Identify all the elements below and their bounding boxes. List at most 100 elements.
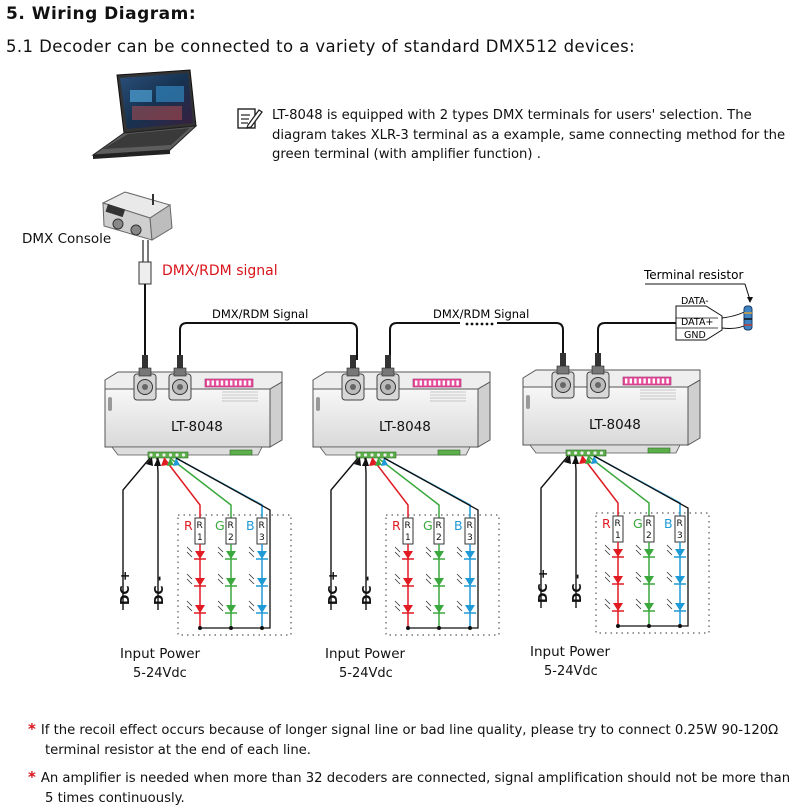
bus-label-1: DMX/RDM Signal (212, 307, 308, 321)
led-icon (195, 605, 205, 613)
led-icon (403, 551, 413, 559)
led-icon (434, 551, 444, 559)
led-icon (226, 578, 236, 586)
section-subheading: 5.1 Decoder can be connected to a variet… (6, 37, 636, 56)
led-matrix-frame (177, 514, 292, 636)
dmx-rdm-signal-label: DMX/RDM signal (162, 263, 278, 279)
channel-letter: G (423, 518, 433, 533)
channel-letter: R (392, 518, 401, 533)
input-voltage-label-1: 5-24Vdc (133, 666, 187, 681)
bus-continuation-dots (465, 322, 494, 326)
led-icon (257, 605, 267, 613)
channel-letter: G (633, 516, 643, 531)
pin-data-plus: DATA+ (681, 317, 713, 328)
led-icon (195, 578, 205, 586)
led-icon (257, 551, 267, 559)
xlr-plug (142, 355, 148, 371)
channel-letter: R (184, 518, 193, 533)
xlr-plug (177, 355, 183, 371)
xlr-plug (560, 353, 566, 369)
pin-data-minus: DATA- (681, 296, 709, 307)
led-icon (465, 551, 475, 559)
led-icon (613, 576, 623, 584)
led-icon (675, 576, 685, 584)
resistor-label-number: 1 (405, 533, 411, 543)
dmx-console-icon (101, 191, 173, 241)
led-matrix-frame (595, 512, 710, 634)
resistor-label-number: 3 (259, 533, 265, 543)
dc-minus-label: DC - (569, 574, 584, 603)
input-power-label-3: Input Power (530, 644, 611, 660)
resistor-label-number: 3 (677, 531, 683, 541)
resistor-label-letter: R (646, 519, 652, 529)
pin-gnd: GND (684, 330, 706, 341)
resistor-label-number: 2 (646, 531, 652, 541)
footnote-amplifier-line1: An amplifier is needed when more than 32… (40, 771, 791, 786)
resistor-label-letter: R (228, 521, 234, 531)
output-terminal (147, 451, 189, 459)
xlr-plug (385, 355, 391, 371)
led-icon (434, 605, 444, 613)
input-power-label-2: Input Power (325, 646, 406, 662)
channel-letter: R (602, 516, 611, 531)
asterisk-icon: * (28, 768, 36, 786)
resistor-label-letter: R (405, 521, 411, 531)
resistor-label-number: 2 (228, 533, 234, 543)
bus-label-2: DMX/RDM Signal (433, 307, 529, 321)
section-heading: 5. Wiring Diagram: (6, 4, 197, 24)
led-icon (434, 578, 444, 586)
terminal-resistor-label: Terminal resistor (643, 268, 743, 282)
resistor-label-letter: R (615, 519, 621, 529)
terminal-resistor: Terminal resistor DATA- DATA+ GND (643, 268, 753, 341)
led-icon (403, 605, 413, 613)
led-icon (465, 605, 475, 613)
xlr-plug (350, 355, 356, 371)
xlr-plug (595, 353, 601, 369)
led-icon (613, 549, 623, 557)
resistor-label-number: 1 (197, 533, 203, 543)
led-icon (613, 603, 623, 611)
dc-plus-label: DC + (117, 571, 132, 605)
resistor-label-letter: R (677, 519, 683, 529)
footnote-amplifier-line2: 5 times continuously. (45, 790, 185, 806)
dc-minus-label: DC - (359, 576, 374, 605)
led-icon (195, 551, 205, 559)
led-icon (257, 578, 267, 586)
dip-switch (622, 376, 672, 386)
input-power-label-1: Input Power (120, 646, 201, 662)
resistor-label-letter: R (467, 521, 473, 531)
channel-letter: B (246, 518, 255, 533)
led-icon (226, 605, 236, 613)
led-icon (675, 603, 685, 611)
note-pencil-icon (237, 108, 263, 129)
footnote-resistor-line1: If the recoil effect occurs because of l… (40, 723, 779, 738)
led-icon (465, 578, 475, 586)
dip-switch (204, 378, 254, 388)
dc-plus-label: DC + (325, 571, 340, 605)
led-icon (226, 551, 236, 559)
terminal-note: LT-8048 is equipped with 2 types DMX ter… (272, 108, 786, 162)
channel-letter: G (215, 518, 225, 533)
led-icon (675, 549, 685, 557)
resistor-label-number: 3 (467, 533, 473, 543)
footnote-resistor: *If the recoil effect occurs because of … (28, 720, 798, 760)
decoder-model-label: LT-8048 (589, 417, 641, 433)
dc-minus-label: DC - (151, 576, 166, 605)
laptop-icon (91, 69, 198, 159)
dip-switch (412, 378, 462, 388)
resistor-label-number: 1 (615, 531, 621, 541)
footnote-amplifier: * An amplifier is needed when more than 3… (28, 768, 798, 808)
led-icon (403, 578, 413, 586)
led-icon (644, 576, 654, 584)
input-voltage-label-2: 5-24Vdc (339, 666, 393, 681)
channel-letter: B (454, 518, 463, 533)
input-voltage-label-3: 5-24Vdc (544, 664, 598, 679)
decoder-model-label: LT-8048 (379, 419, 431, 435)
resistor-label-number: 2 (436, 533, 442, 543)
output-terminal (355, 451, 397, 459)
dc-plus-label: DC + (535, 569, 550, 603)
